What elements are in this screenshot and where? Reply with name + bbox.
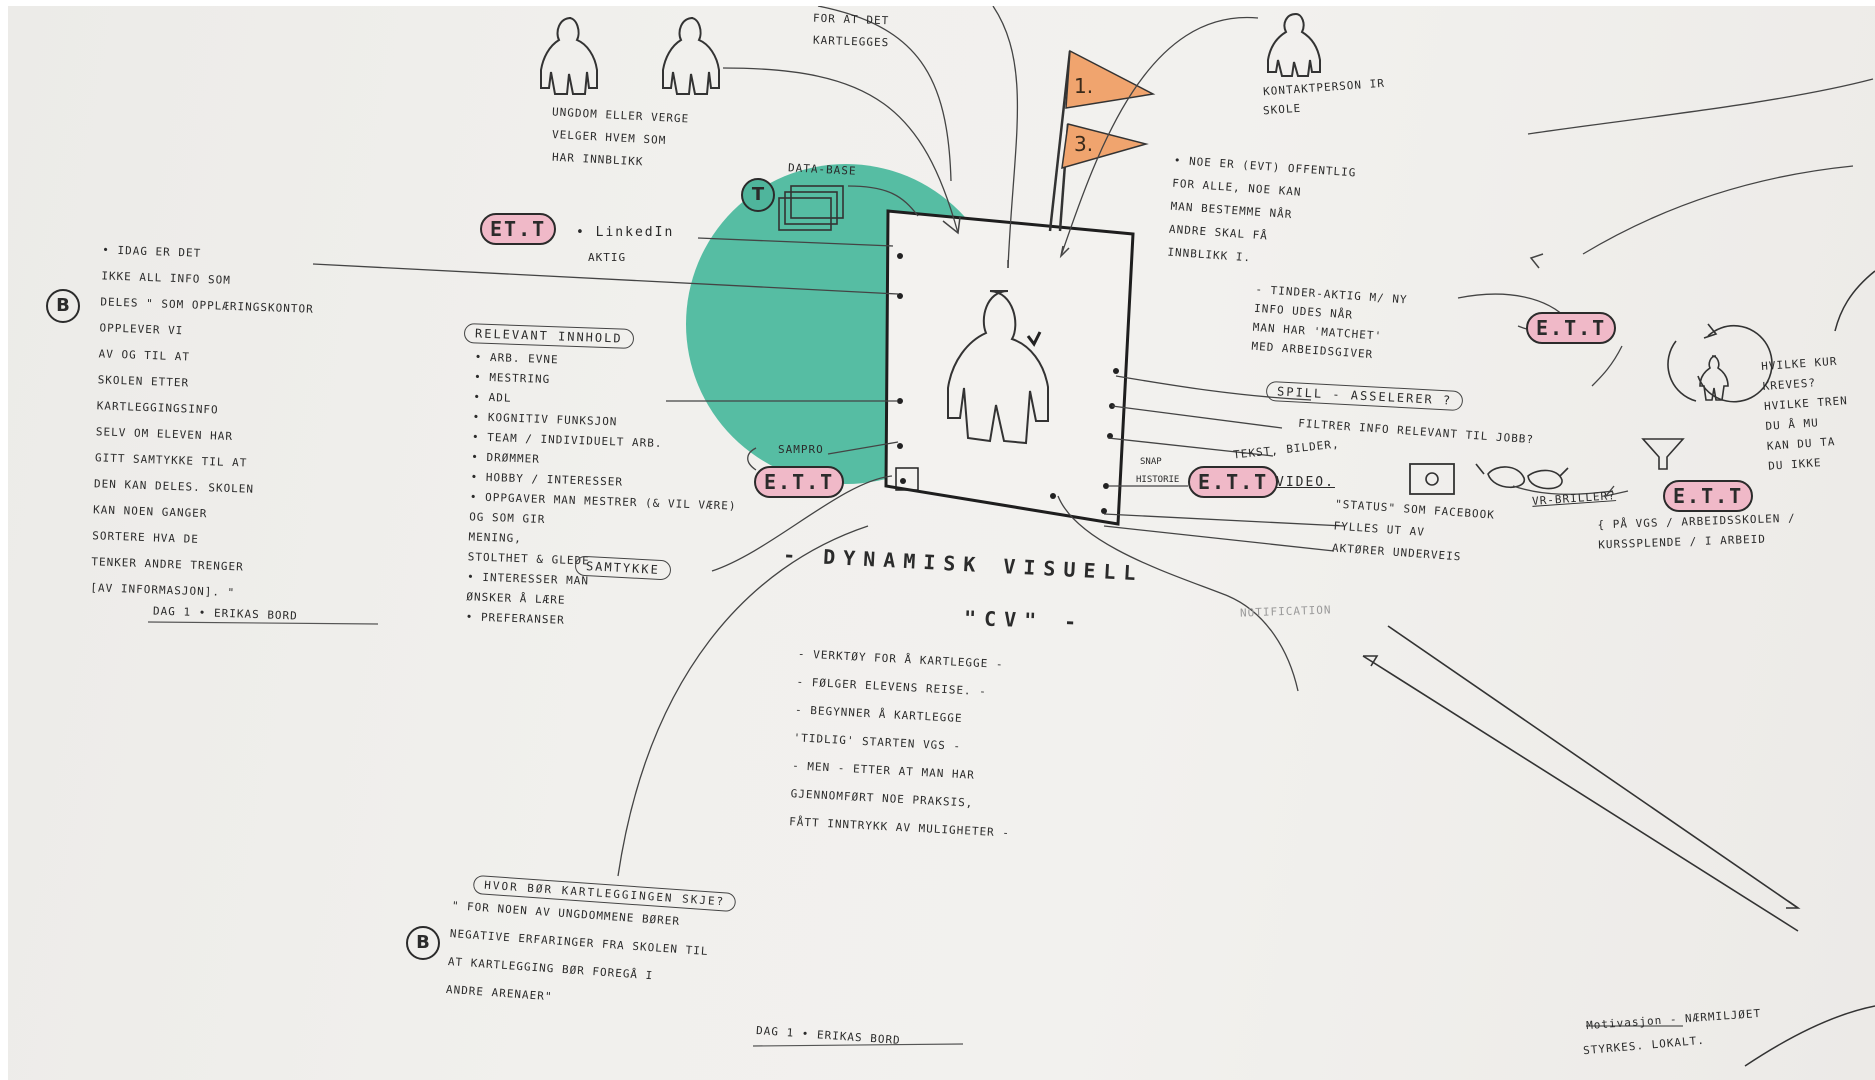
flag-3-label: 3. — [1074, 132, 1093, 156]
ett-linkedin-pill: ET.T — [480, 213, 556, 245]
cv-card — [886, 211, 1133, 524]
b-badge-bottom: B — [406, 926, 440, 960]
top-fragment-2: KARTLEGGES — [813, 35, 890, 49]
sampro-label: SAMPRO — [778, 444, 824, 455]
ett-video-pill: E.T.T — [1188, 466, 1278, 498]
center-notes: - VERKTØY FOR Å KARTLEGGE -- FØLGER ELEV… — [788, 648, 1019, 855]
snap-label: SNAP — [1140, 458, 1162, 467]
funnel-shape — [1643, 439, 1683, 469]
notification-label: NOTIFICATION — [1240, 604, 1332, 618]
flag-1-label: 1. — [1074, 74, 1093, 98]
snap-label-2: HISTORIE — [1136, 476, 1179, 485]
whiteboard-photo: FOR AT DET KARTLEGGES UNGDOM eller VERGE… — [8, 6, 1875, 1080]
title-line-2: "CV" - — [964, 608, 1085, 632]
content-list: • ARB. EVNE• MESTRING• ADL• KOGNITIV FUN… — [465, 351, 741, 640]
glasses-shape — [1476, 464, 1568, 489]
ett-vr-pill: E.T.T — [1663, 480, 1753, 512]
cycle-figure — [1668, 324, 1772, 402]
database-label: DATA-BASE — [788, 162, 857, 177]
database-badge: T — [741, 178, 775, 212]
contact-caption-2: SKOLE — [1263, 103, 1302, 117]
bracket-block: { PÅ VGS / ARBEIDSSKOLEN /KURSSPLENDE / … — [1597, 513, 1796, 560]
linkedin-sub: Aktig — [588, 252, 626, 263]
video-label: VIDEO. — [1276, 476, 1335, 489]
b-badge-top: B — [46, 289, 80, 323]
flags — [1050, 51, 1153, 231]
ett-sampro-pill: E.T.T — [754, 466, 844, 498]
ett-tinder-pill: E.T.T — [1526, 312, 1616, 344]
linkedin-label: • LinkedIn — [576, 226, 674, 239]
top-fragment-1: FOR AT DET — [813, 13, 890, 27]
